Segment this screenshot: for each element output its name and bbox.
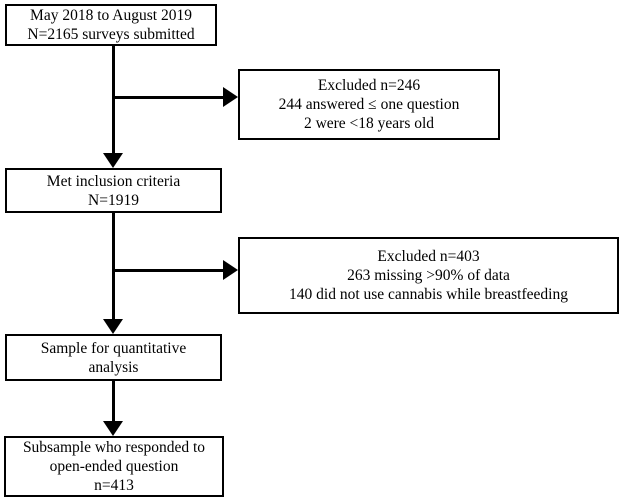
arrowhead-down-to-subsample <box>103 421 123 436</box>
box-text-line: N=1919 <box>88 191 139 209</box>
box-text-line: 140 did not use cannabis while breastfee… <box>289 286 568 303</box>
arrowhead-right-to-excluded-second <box>223 260 238 280</box>
connector-inclusion-to-quantitative <box>112 213 115 319</box>
box-text-line: 2 were <18 years old <box>303 115 435 132</box>
arrowhead-down-to-inclusion <box>103 153 123 168</box>
box-text-line: Sample for quantitative <box>40 339 187 357</box>
box-surveys-submitted: May 2018 to August 2019 N=2165 surveys s… <box>5 4 217 46</box>
arrowhead-down-to-quantitative <box>103 319 123 334</box>
box-subsample-open-ended: Subsample who responded to open-ended qu… <box>4 436 224 497</box>
box-text-line: analysis <box>88 358 139 376</box>
box-excluded-second: Excluded n=403 263 missing >90% of data … <box>238 237 619 314</box>
box-text-line: 263 missing >90% of data <box>347 267 510 284</box>
box-quantitative-sample: Sample for quantitative analysis <box>5 334 222 381</box>
box-text-line: May 2018 to August 2019 <box>30 7 192 24</box>
box-text-line: Met inclusion criteria <box>46 172 181 190</box>
box-text-line: open-ended question <box>49 458 179 475</box>
connector-surveys-to-inclusion <box>112 46 115 154</box>
connector-branch-to-excluded-first <box>113 96 225 99</box>
box-text-line: Excluded n=246 <box>317 77 421 94</box>
box-text-line: n=413 <box>94 477 134 494</box>
box-text-line: Subsample who responded to <box>22 439 206 456</box>
box-inclusion-criteria: Met inclusion criteria N=1919 <box>5 168 222 213</box>
box-text-line: N=2165 surveys submitted <box>27 26 195 43</box>
box-text-line: Excluded n=403 <box>377 248 480 265</box>
connector-branch-to-excluded-second <box>113 269 225 272</box>
connector-quantitative-to-subsample <box>112 381 115 422</box>
box-text-line: 244 answered ≤ one question <box>278 96 460 113</box>
arrowhead-right-to-excluded-first <box>223 87 238 107</box>
box-excluded-first: Excluded n=246 244 answered ≤ one questi… <box>238 69 500 140</box>
